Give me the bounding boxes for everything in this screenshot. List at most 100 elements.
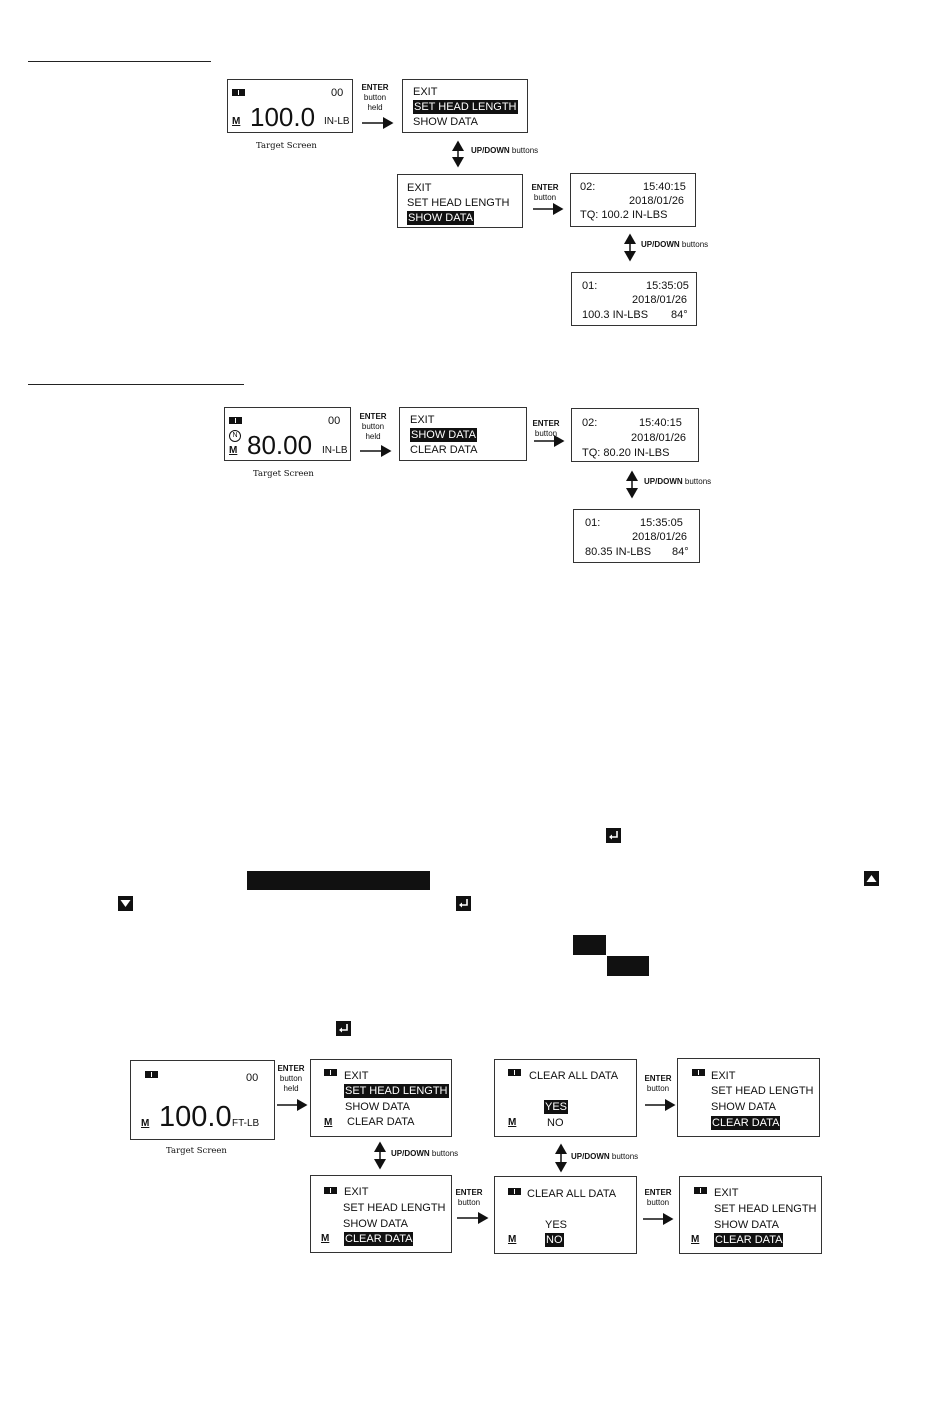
record-date: 2018/01/26 [629, 195, 685, 207]
updown-label: UP/DOWN buttons [571, 1152, 639, 1161]
menu-screen: EXIT SET HEAD LENGTH SHOW DATA [397, 174, 523, 228]
menu-item-show-data: SHOW DATA [714, 1219, 779, 1231]
torque-unit: IN-LB [322, 445, 348, 456]
record-angle: 84° [672, 546, 689, 558]
battery-icon [694, 1187, 707, 1194]
updown-label: UP/DOWN buttons [644, 477, 712, 486]
menu-item-exit: EXIT [413, 86, 438, 98]
record-index: 02: [580, 181, 596, 193]
sensor-icon: N [229, 430, 241, 442]
menu-screen: EXIT SET HEAD LENGTH SHOW DATA M CLEAR D… [679, 1176, 822, 1254]
mode-indicator: M [321, 1233, 330, 1244]
record-date: 2018/01/26 [632, 531, 688, 543]
menu-item-exit: EXIT [410, 414, 435, 426]
highlight-block [247, 871, 430, 890]
mode-indicator: M [508, 1117, 517, 1128]
record-reading: TQ: 80.20 IN-LBS [582, 447, 670, 459]
data-screen: 01: 15:35:05 2018/01/26 100.3 IN-LBS 84° [571, 272, 697, 326]
memory-count: 00 [328, 415, 341, 427]
option-yes: YES [544, 1100, 569, 1114]
enter-key-icon [336, 1021, 351, 1036]
battery-icon [508, 1069, 521, 1076]
target-screen-caption: Target Screen [256, 141, 317, 151]
menu-item-clear-data: CLEAR DATA [344, 1232, 414, 1246]
battery-icon [232, 89, 245, 96]
torque-value: 100.0 [250, 102, 316, 132]
menu-screen: EXIT SET HEAD LENGTH SHOW DATA M CLEAR D… [310, 1059, 452, 1137]
menu-item-show-data: SHOW DATA [345, 1101, 410, 1113]
record-time: 15:35:05 [646, 280, 689, 292]
mode-indicator: M [508, 1234, 517, 1245]
option-no: NO [547, 1117, 564, 1129]
record-time: 15:35:05 [640, 517, 683, 529]
target-screen-caption: Target Screen [166, 1146, 227, 1156]
memory-count: 00 [331, 87, 344, 99]
target-screen: 00 M 100.0 IN-LB [227, 79, 353, 133]
mode-indicator: M [232, 116, 241, 127]
section-2-heading-rule [28, 384, 244, 385]
menu-screen: EXIT SET HEAD LENGTH SHOW DATA [402, 79, 528, 133]
menu-screen: EXIT SHOW DATA CLEAR DATA [399, 407, 527, 461]
menu-item-show-data: SHOW DATA [711, 1101, 776, 1113]
record-index: 01: [582, 280, 598, 292]
data-screen: 02: 15:40:15 2018/01/26 TQ: 100.2 IN-LBS [570, 173, 696, 227]
confirm-title: CLEAR ALL DATA [529, 1070, 619, 1082]
confirm-screen: CLEAR ALL DATA YES M NO [494, 1176, 637, 1254]
record-reading: TQ: 100.2 IN-LBS [580, 209, 668, 221]
down-arrow-icon [118, 896, 133, 911]
target-screen: 00 N M 80.00 IN-LB [224, 407, 351, 461]
record-date: 2018/01/26 [632, 294, 688, 306]
menu-item-exit: EXIT [344, 1070, 369, 1082]
target-screen-caption: Target Screen [253, 469, 314, 479]
menu-item-exit: EXIT [714, 1187, 739, 1199]
mode-indicator: M [229, 445, 238, 456]
menu-item-set-head-length: SET HEAD LENGTH [407, 197, 510, 209]
target-screen: 00 M 100.0 FT-LB [130, 1060, 275, 1140]
menu-item-clear-data: CLEAR DATA [711, 1116, 781, 1130]
highlight-block [607, 956, 649, 976]
menu-item-show-data: SHOW DATA [413, 116, 478, 128]
record-index: 02: [582, 417, 598, 429]
data-screen: 02: 15:40:15 2018/01/26 TQ: 80.20 IN-LBS [571, 408, 699, 462]
battery-icon [229, 417, 242, 424]
option-no: NO [545, 1233, 564, 1247]
torque-unit: FT-LB [232, 1118, 260, 1129]
menu-item-clear-data: CLEAR DATA [410, 444, 478, 456]
battery-icon [692, 1069, 705, 1076]
battery-icon [324, 1187, 337, 1194]
menu-item-exit: EXIT [344, 1186, 369, 1198]
menu-item-show-data: SHOW DATA [407, 211, 474, 225]
memory-count: 00 [246, 1072, 259, 1084]
menu-item-set-head-length: SET HEAD LENGTH [413, 100, 518, 114]
record-date: 2018/01/26 [631, 432, 687, 444]
record-index: 01: [585, 517, 601, 529]
enter-key-icon [606, 828, 621, 843]
menu-item-set-head-length: SET HEAD LENGTH [714, 1203, 817, 1215]
menu-item-exit: EXIT [711, 1070, 736, 1082]
mode-indicator: M [141, 1118, 150, 1129]
menu-item-set-head-length: SET HEAD LENGTH [711, 1085, 814, 1097]
menu-screen: EXIT SET HEAD LENGTH SHOW DATA M CLEAR D… [310, 1175, 452, 1253]
updown-label: UP/DOWN buttons [471, 146, 539, 155]
menu-item-show-data: SHOW DATA [410, 428, 477, 442]
confirm-screen: CLEAR ALL DATA YES M NO [494, 1059, 637, 1137]
menu-item-exit: EXIT [407, 182, 432, 194]
torque-value: 100.0 [159, 1101, 232, 1133]
updown-label: UP/DOWN buttons [641, 240, 709, 249]
updown-label: UP/DOWN buttons [391, 1149, 459, 1158]
option-yes: YES [545, 1219, 568, 1231]
menu-item-set-head-length: SET HEAD LENGTH [343, 1202, 446, 1214]
up-arrow-icon [864, 871, 879, 886]
record-reading: 80.35 IN-LBS [585, 546, 652, 558]
record-time: 15:40:15 [639, 417, 682, 429]
battery-icon [145, 1071, 158, 1078]
mode-indicator: M [691, 1234, 700, 1245]
battery-icon [324, 1069, 337, 1076]
menu-screen: EXIT SET HEAD LENGTH SHOW DATA CLEAR DAT… [677, 1058, 820, 1137]
